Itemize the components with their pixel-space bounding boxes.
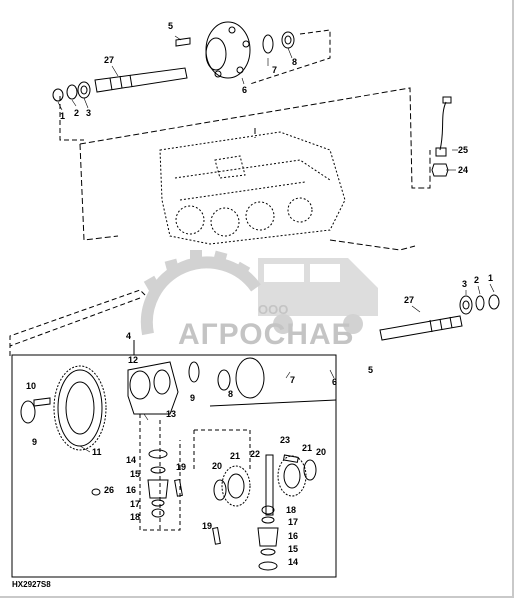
washer-17a [151,499,165,507]
callout-20-left: 20 [212,461,223,471]
figure-code: HX2927S8 [12,580,51,589]
washer-1a [52,88,64,102]
callout-27-lower-shaft: 27 [404,295,415,305]
callout-24-nut: 24 [458,165,469,175]
hub-flange-6b [235,357,265,399]
callout-19-upper: 19 [176,462,187,472]
bearing-8b [217,369,231,391]
callout-15-right: 15 [288,544,299,554]
callout-2-lower: 2 [474,275,480,285]
callout-26-ring: 26 [104,485,115,495]
washer-1b [488,294,500,310]
callout-15-left: 15 [130,469,141,479]
ring-gear-11 [57,369,103,447]
callout-9-left: 9 [32,437,38,447]
watermark-brand: АГРОСНАБ [178,318,355,351]
callout-5-bolt: 5 [168,21,174,31]
transmission-housing [159,131,346,245]
nut-24 [431,163,449,177]
callout-18-right: 18 [286,505,297,515]
pin-19a [174,479,183,497]
callout-1-upper: 1 [60,111,66,121]
washer-14b [258,561,278,571]
callout-6-lower: 6 [332,377,338,387]
callout-16-left: 16 [126,485,137,495]
washer-9a [20,400,36,424]
callout-25-sensor: 25 [458,145,469,155]
callout-7-upper: 7 [272,65,278,75]
callout-9-right: 9 [190,393,196,403]
bearing-3a [77,81,91,99]
upper-shaft-27 [94,67,188,93]
callout-10-bolt: 10 [26,381,37,391]
ring-26 [91,488,101,496]
washer-17b [261,516,275,524]
diff-case-13 [127,361,179,415]
side-gear-21b [277,455,307,497]
cross-shaft-22 [265,454,274,516]
callout-22-shaft: 22 [250,449,261,459]
callout-27-upper-shaft: 27 [104,55,115,65]
callout-14-left: 14 [126,455,137,465]
callout-7-lower: 7 [290,375,296,385]
callout-5-lower: 5 [368,365,374,375]
callout-8-lower: 8 [228,389,234,399]
washer-20b [303,459,317,481]
agrosnab-watermark-logo [140,250,378,336]
washer-18b [261,505,275,515]
pin-19b [212,527,221,545]
washer-14a [148,449,168,459]
callout-12: 12 [128,355,139,365]
washer-15b [260,548,276,556]
callout-4-assembly: 4 [126,331,132,341]
callout-21-left: 21 [230,451,241,461]
watermark-prefix: ООО [258,302,289,317]
callout-20-right: 20 [316,447,327,457]
pin-23 [282,454,299,463]
washer-2b [475,295,485,311]
callout-8-upper: 8 [292,57,298,67]
bearing-8a [281,31,295,49]
callout-1-lower: 1 [488,273,494,283]
bolt-5 [175,37,191,47]
callout-16-right: 16 [288,531,299,541]
pinion-16a [147,479,169,499]
washer-2a [66,84,78,100]
callout-3-lower: 3 [462,279,468,289]
washer-15a [150,466,166,474]
speed-sensor-25 [439,101,447,151]
washer-18a [151,508,165,518]
callout-17-left: 17 [130,499,141,509]
callout-17-right: 17 [288,517,299,527]
bearing-3b [459,295,473,315]
o-ring-7a [262,34,274,54]
lower-shaft-27 [379,315,463,341]
callout-13-case: 13 [166,409,177,419]
differential-inset-box [12,350,136,356]
callout-11-ring-gear: 11 [92,447,102,457]
callout-2-upper: 2 [74,108,80,118]
bolt-10 [33,397,51,407]
washer-9b [188,361,200,383]
callout-21-right: 21 [302,443,313,453]
callout-3-upper: 3 [86,108,92,118]
side-gear-21a [221,465,251,507]
washer-20a [213,479,227,501]
callout-6-upper: 6 [242,85,248,95]
callout-14-right: 14 [288,557,299,567]
callout-23-pin: 23 [280,435,291,445]
housing-envelope [79,87,431,189]
callout-19-lower: 19 [202,521,213,531]
callout-18-left: 18 [130,512,141,522]
pinion-16b [257,527,279,547]
